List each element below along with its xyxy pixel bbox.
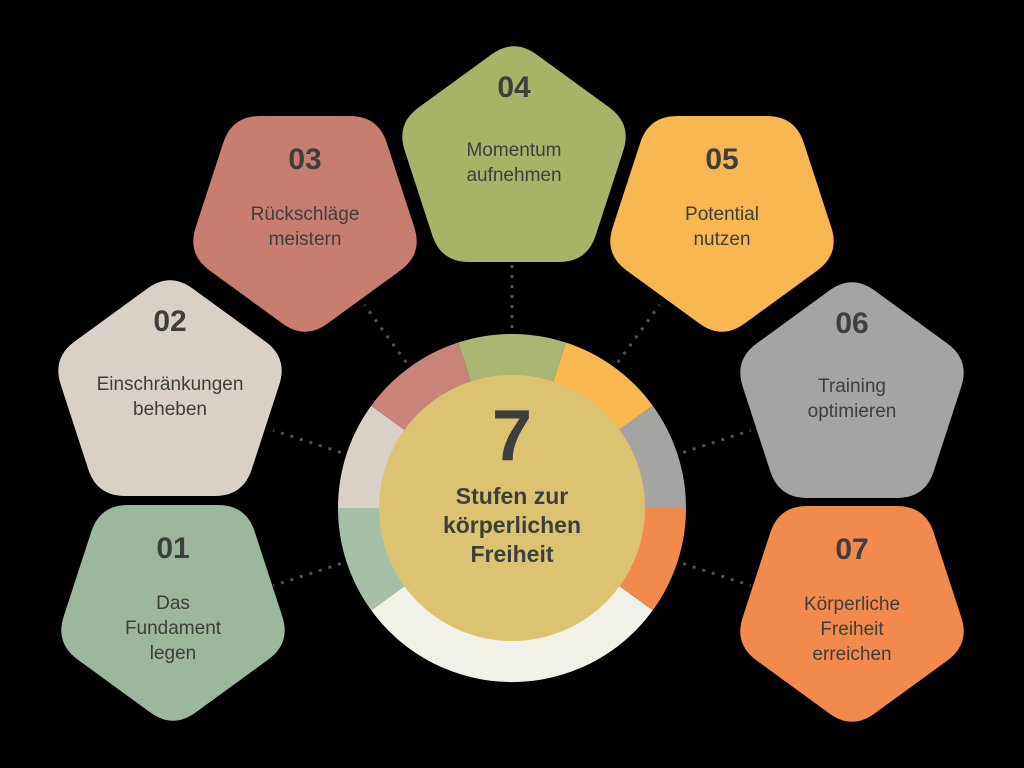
connector-line-07	[682, 562, 752, 588]
step-number: 03	[288, 143, 322, 176]
pentagon-shape	[740, 506, 964, 722]
connector-line-01	[272, 562, 342, 588]
pentagon-step-04: 04 Momentum aufnehmen	[396, 38, 632, 264]
pentagon-shape	[610, 116, 834, 332]
ring-segment-04	[458, 333, 566, 385]
ring-segment-06	[617, 405, 686, 508]
pentagon-step-02: 02 Einschränkungen beheben	[52, 272, 288, 498]
center-circle	[379, 375, 645, 641]
step-number: 04	[497, 71, 531, 104]
step-label: Das Fundament legen	[124, 593, 222, 664]
pentagon-shape	[740, 282, 964, 498]
step-label: Training optimieren	[807, 376, 897, 422]
ring-segment-02	[338, 405, 407, 508]
ring-segment-07	[617, 508, 686, 611]
pentagon-step-07: 07 Körperliche Freiheit erreichen	[734, 506, 970, 732]
progress-ring	[338, 333, 686, 683]
step-number: 07	[835, 533, 869, 566]
step-number: 02	[153, 305, 187, 338]
ring-segment-05	[552, 342, 653, 432]
connector-lines	[272, 257, 752, 588]
ring-segment-01	[338, 508, 407, 611]
pentagon-step-06: 06 Training optimieren	[734, 274, 970, 500]
step-label: Körperliche Freiheit erreichen	[803, 594, 901, 665]
step-number: 01	[156, 532, 190, 565]
connector-line-05	[616, 304, 661, 364]
pentagon-shape	[58, 280, 282, 496]
pentagon-shape	[61, 505, 285, 721]
pentagon-step-01: 01 Das Fundament legen	[55, 505, 291, 731]
step-label: Einschränkungen beheben	[96, 374, 244, 420]
step-label: Momentum aufnehmen	[466, 140, 562, 186]
connector-line-03	[363, 304, 408, 364]
connector-line-02	[272, 428, 342, 454]
pentagon-step-03: 03 Rückschläge meistern	[187, 116, 423, 342]
step-label: Potential nutzen	[685, 204, 759, 250]
pentagon-shape	[193, 116, 417, 332]
ring-filler-segment	[371, 584, 653, 683]
pentagon-shape	[402, 46, 626, 262]
connector-line-06	[682, 428, 752, 454]
ring-segment-03	[371, 342, 472, 432]
pentagon-step-05: 05 Potential nutzen	[604, 116, 840, 342]
step-label: Rückschläge meistern	[250, 204, 360, 250]
step-number: 05	[705, 143, 739, 176]
step-number: 06	[835, 307, 869, 340]
